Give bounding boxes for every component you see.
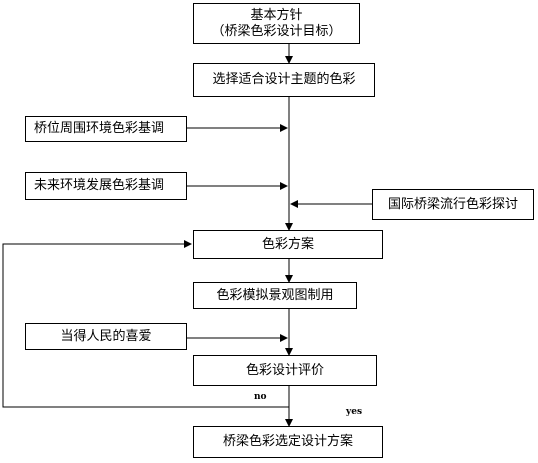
basic-policy-subtitle: （桥梁色彩设计目标） <box>211 23 342 39</box>
basic-policy-title: 基本方针 <box>250 7 303 23</box>
yes-label: yes <box>346 407 363 417</box>
color-scheme-box: 色彩方案 <box>193 230 383 259</box>
surroundings-color-box: 桥位周围环境色彩基调 <box>25 116 187 142</box>
basic-policy-box: 基本方针 （桥梁色彩设计目标） <box>193 3 360 44</box>
future-environment-color-box: 未来环境发展色彩基调 <box>25 172 187 200</box>
color-simulation-box: 色彩模拟景观图制用 <box>193 282 357 309</box>
public-favor-box: 当得人民的喜爱 <box>25 323 187 350</box>
color-evaluation-box: 色彩设计评价 <box>193 355 377 386</box>
no-label: no <box>254 392 267 402</box>
theme-color-box: 选择适合设计主题的色彩 <box>193 63 375 97</box>
final-scheme-box: 桥梁色彩选定设计方案 <box>193 426 383 458</box>
international-trend-box: 国际桥梁流行色彩探讨 <box>372 189 534 220</box>
feedback-loop-no <box>2 240 289 408</box>
